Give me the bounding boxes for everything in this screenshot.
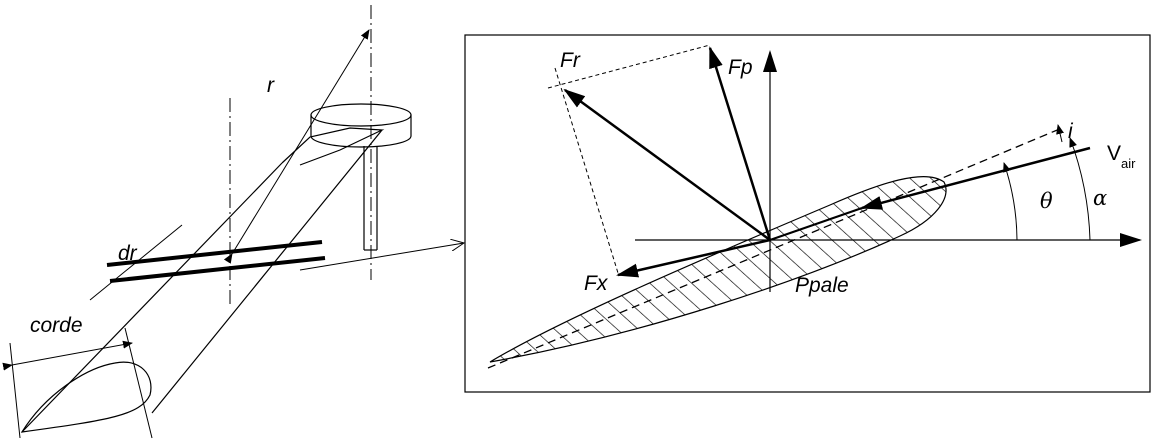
fx-arrow: [616, 238, 771, 278]
alpha-arc: [1069, 137, 1091, 241]
label-corde: corde: [30, 314, 83, 337]
label-ppale: Ppale: [795, 274, 849, 297]
construct-left: [554, 67, 619, 274]
corde-dimension: [2, 340, 133, 371]
blade-leading-edge: [21, 162, 283, 433]
i-arc: [1056, 124, 1064, 143]
tip-airfoil: [20, 361, 152, 433]
section-frame: [464, 34, 1151, 393]
dr-strip: [106, 240, 326, 283]
v-air-arrow: [860, 146, 1091, 210]
label-fr: Fr: [560, 49, 581, 72]
label-dr: dr: [118, 242, 138, 265]
v-air-tail: [769, 207, 863, 241]
hub-top: [310, 103, 412, 127]
label-v: V: [1107, 142, 1121, 165]
airfoil-section: [489, 175, 947, 363]
label-fx: Fx: [584, 272, 609, 295]
dr-dimension: [89, 224, 183, 301]
blade-perspective: [20, 5, 412, 433]
r-dimension: [223, 29, 370, 264]
fp-arrow: [708, 46, 772, 241]
theta-arc: [1003, 162, 1018, 241]
label-air: air: [1121, 156, 1136, 171]
label-r: r: [267, 74, 275, 97]
label-alpha: α: [1093, 186, 1107, 210]
fr-arrow: [563, 88, 771, 242]
hub-side: [310, 115, 412, 148]
label-fp: Fp: [728, 56, 753, 79]
label-theta: θ: [1040, 189, 1053, 213]
label-i: i: [1068, 120, 1074, 143]
zoom-connector: [299, 243, 464, 271]
